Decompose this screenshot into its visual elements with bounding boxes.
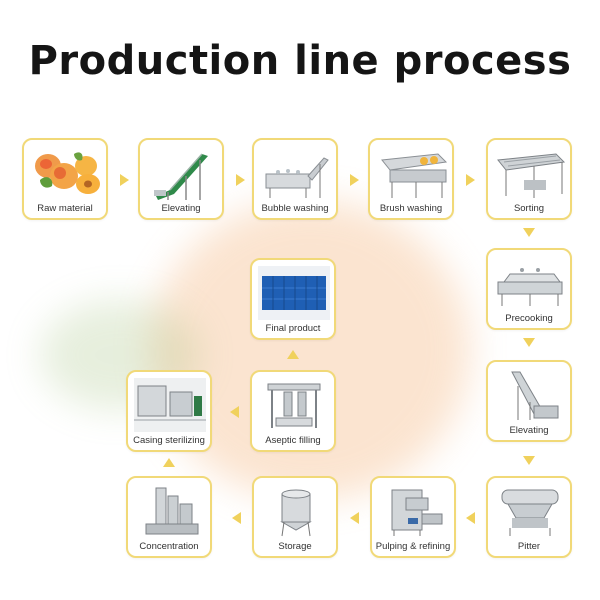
- sterilizer-image: [134, 378, 206, 432]
- flow-arrow: [350, 174, 359, 186]
- elevator-image: [511, 371, 559, 420]
- pulper-image: [391, 489, 443, 536]
- step-aseptic-filling: Aseptic filling: [250, 370, 336, 452]
- step-label: Aseptic filling: [265, 435, 321, 446]
- flow-arrow: [466, 512, 475, 524]
- step-label: Elevating: [161, 203, 201, 214]
- precooker-image: [497, 268, 563, 306]
- flow-arrow: [163, 458, 175, 467]
- step-elevating: Elevating: [138, 138, 224, 220]
- barrels-image: [258, 266, 330, 320]
- evaporator-image: [145, 487, 199, 535]
- step-bubble-washing: Bubble washing: [252, 138, 338, 220]
- page-title: Production line process: [28, 38, 572, 84]
- flow-arrow: [466, 174, 475, 186]
- step-pitter: Pitter: [486, 476, 572, 558]
- step-label: Bubble washing: [261, 203, 329, 214]
- step-label: Pitter: [517, 541, 541, 552]
- step-label: Casing sterilizing: [133, 435, 205, 446]
- flow-arrow: [287, 350, 299, 359]
- step-pulping-refining: Pulping & refining: [370, 476, 456, 558]
- step-raw-material: Raw material: [22, 138, 108, 220]
- elevator-conveyor-image: [154, 153, 208, 200]
- step-label: Raw material: [37, 203, 93, 214]
- step-brush-washing: Brush washing: [368, 138, 454, 220]
- step-label: Precooking: [505, 313, 553, 324]
- step-label: Final product: [265, 323, 321, 334]
- step-elevating-2: Elevating: [486, 360, 572, 442]
- peaches-image: [35, 152, 100, 194]
- step-label: Concentration: [139, 541, 199, 552]
- flow-arrow: [236, 174, 245, 186]
- bubble-washer-image: [265, 157, 329, 198]
- step-precooking: Precooking: [486, 248, 572, 330]
- brush-washer-image: [381, 153, 448, 198]
- aseptic-filler-image: [267, 383, 321, 428]
- flow-arrow: [232, 512, 241, 524]
- step-label: Sorting: [513, 203, 545, 214]
- step-sorting: Sorting: [486, 138, 572, 220]
- step-label: Elevating: [509, 425, 549, 436]
- flow-arrow: [523, 338, 535, 347]
- step-label: Storage: [278, 541, 312, 552]
- step-label: Brush washing: [379, 203, 443, 214]
- step-label: Pulping & refining: [375, 541, 451, 552]
- sorting-table-image: [497, 153, 566, 198]
- step-storage: Storage: [252, 476, 338, 558]
- step-casing-sterilizing: Casing sterilizing: [126, 370, 212, 452]
- flow-arrow: [230, 406, 239, 418]
- flow-arrow: [523, 228, 535, 237]
- step-final-product: Final product: [250, 258, 336, 340]
- pitter-machine-image: [501, 489, 559, 536]
- flow-arrow: [523, 456, 535, 465]
- storage-tank-image: [280, 489, 312, 537]
- step-concentration: Concentration: [126, 476, 212, 558]
- flow-arrow: [350, 512, 359, 524]
- flow-arrow: [120, 174, 129, 186]
